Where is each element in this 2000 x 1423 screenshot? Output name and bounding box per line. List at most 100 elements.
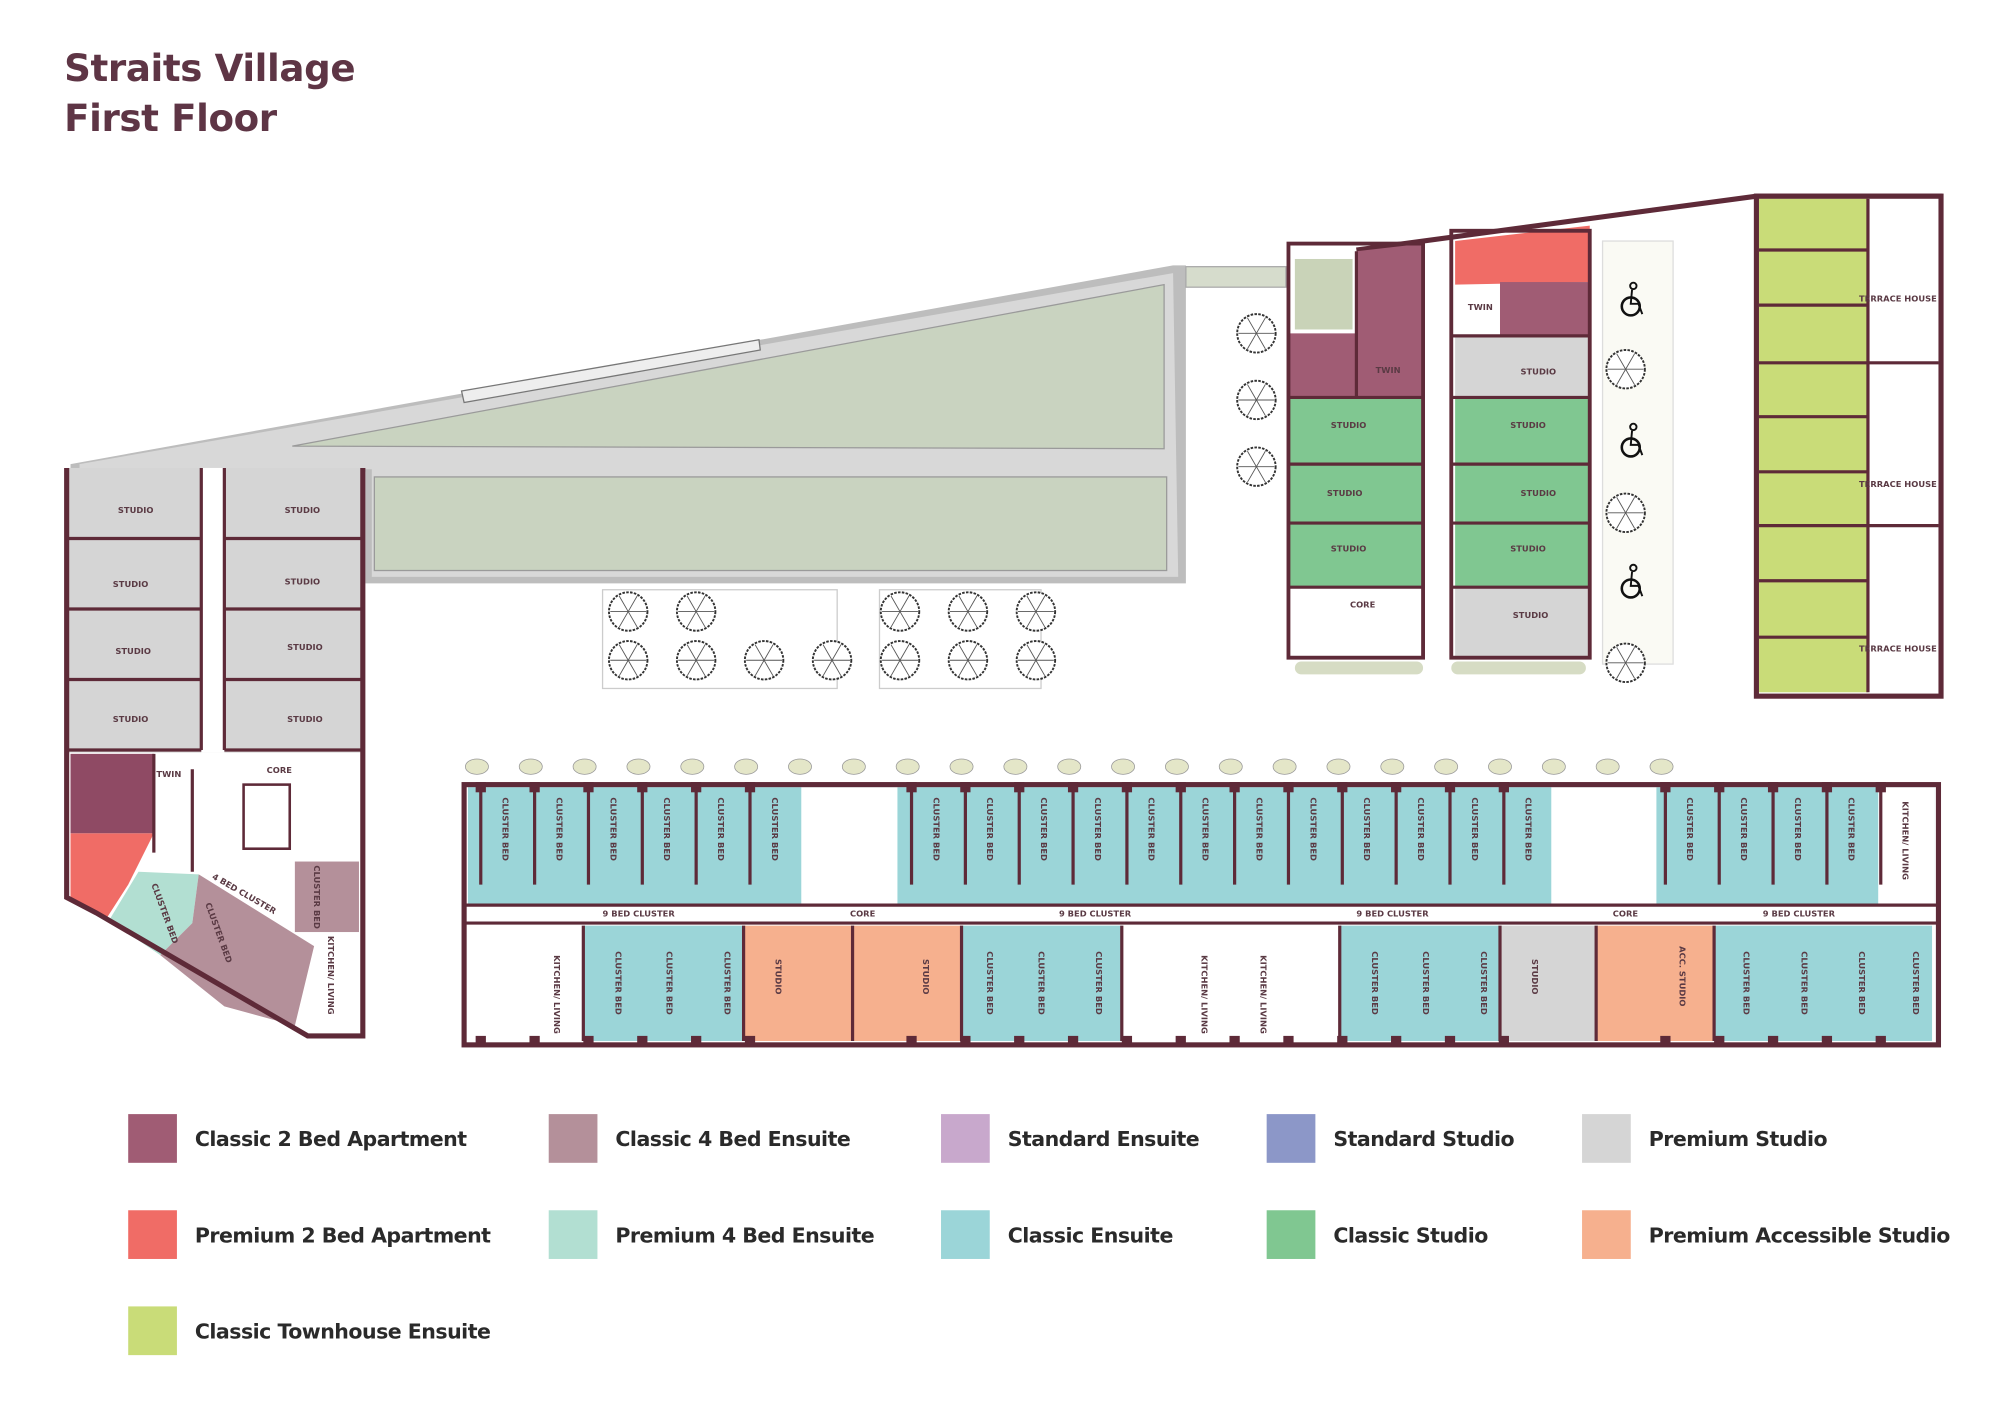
label-9-bed-cluster: 9 BED CLUSTER [1059, 909, 1132, 919]
label-cluster-bed: CLUSTER BED [1201, 797, 1211, 861]
cluster-bedrooms [961, 925, 1122, 1042]
wing-wall [461, 782, 1942, 1048]
legend-label: Standard Ensuite [1007, 1126, 1200, 1151]
shrub-icon [1595, 758, 1620, 775]
title-building: Straits Village [64, 46, 356, 90]
tree-planter [878, 589, 1042, 690]
classic-4-bed-ensuite [160, 874, 315, 1026]
label-studio: STUDIO [1513, 610, 1549, 620]
label-cluster-bed: CLUSTER BED [1470, 797, 1480, 861]
tree-branch [627, 611, 638, 628]
classic-studios [1455, 397, 1590, 588]
tree-branch [899, 611, 910, 628]
cluster-bedrooms-north [467, 787, 1935, 906]
column [1014, 782, 1025, 793]
wheelchair-icon-body [1629, 571, 1644, 597]
column [475, 782, 486, 793]
partitions [1758, 198, 1939, 693]
trees [464, 313, 1674, 775]
column [1175, 782, 1186, 793]
tree-branch [1616, 353, 1627, 370]
column [637, 1035, 648, 1047]
column [1014, 1035, 1025, 1047]
label-cluster-bed: CLUSTER BED [931, 797, 941, 861]
exterior-wall [64, 467, 366, 1039]
legend-item: Classic Ensuite [941, 1210, 1173, 1259]
legend-label: Premium Accessible Studio [1648, 1222, 1951, 1247]
label-cluster-bed: CLUSTER BED [1847, 797, 1857, 861]
legend-label: Standard Studio [1333, 1126, 1515, 1151]
tree-branch [899, 595, 910, 612]
label-cluster-bed: CLUSTER BED [985, 797, 995, 861]
legend-swatch [128, 1306, 177, 1356]
legend-item: Premium 2 Bed Apartment [128, 1210, 491, 1259]
label-cluster-bed: CLUSTER BED [1857, 951, 1867, 1015]
shrub-icon [1003, 758, 1028, 775]
label-core: CORE [850, 909, 876, 919]
tree-branch [890, 611, 901, 628]
column [1767, 1035, 1779, 1047]
tree-branch [695, 595, 706, 612]
label-studio: STUDIO [113, 579, 149, 589]
tree-branch [627, 644, 638, 661]
legend-item: Classic 4 Bed Ensuite [548, 1114, 851, 1163]
column [1767, 782, 1779, 793]
tree-branch [967, 595, 978, 612]
tree-branch [754, 644, 765, 661]
tree-branch [831, 644, 842, 661]
legend-swatch [1582, 1114, 1631, 1163]
tree-branch [1616, 662, 1627, 679]
column [906, 782, 917, 793]
legend-swatch [941, 1114, 990, 1163]
legend-label: Classic Studio [1333, 1222, 1488, 1247]
column [1337, 1035, 1348, 1047]
tree-branch [822, 644, 833, 661]
column [960, 782, 971, 793]
wheelchair-icon-head [1629, 563, 1638, 573]
shrub-icon [464, 758, 489, 775]
tree-branch [1247, 317, 1257, 334]
kitchen-living [1878, 787, 1935, 906]
label-cluster-bed: CLUSTER BED [312, 865, 322, 929]
column [744, 782, 756, 793]
wheelchair-icon-body [1629, 289, 1644, 315]
label-twin: TWIN [156, 769, 181, 779]
shrub-icon [518, 758, 543, 775]
tree-branch [1026, 644, 1037, 661]
lawn-rectangle [373, 476, 1168, 572]
label-studio: STUDIO [287, 714, 323, 724]
lift-core [242, 783, 292, 850]
shrub-icon [734, 758, 759, 775]
classic-2-bed-apartment [1288, 243, 1424, 398]
column [583, 1035, 594, 1047]
label-cluster-bed: CLUSTER BED [554, 797, 564, 861]
tree-branch [627, 595, 638, 612]
tree-branch [627, 660, 638, 677]
label-terrace-house: TERRACE HOUSE [1859, 293, 1937, 303]
legend-swatch [1266, 1210, 1316, 1259]
legend-swatch [941, 1210, 990, 1259]
column [1821, 1035, 1833, 1047]
column [1444, 782, 1456, 793]
tree-branch [1625, 353, 1636, 370]
tree-branch [1256, 399, 1266, 416]
tree-branch [686, 644, 697, 661]
column [1714, 1035, 1725, 1047]
tree-branch [958, 595, 969, 612]
premium-2-bed-apartment [70, 833, 154, 921]
label-studio: STUDIO [285, 505, 321, 515]
label-cluster-bed: CLUSTER BED [501, 797, 511, 861]
wing-wall [1286, 241, 1425, 660]
legend-item: Standard Ensuite [941, 1114, 1200, 1163]
column [637, 782, 648, 793]
bench [460, 338, 761, 404]
tree-branch [1616, 512, 1627, 529]
column [529, 782, 540, 793]
tree-branch [1625, 647, 1636, 664]
tree-branch [1256, 317, 1266, 334]
column [906, 1035, 917, 1047]
column [744, 1035, 756, 1047]
tree-branch [695, 644, 706, 661]
column [960, 1035, 971, 1047]
partitions [464, 782, 1939, 1047]
